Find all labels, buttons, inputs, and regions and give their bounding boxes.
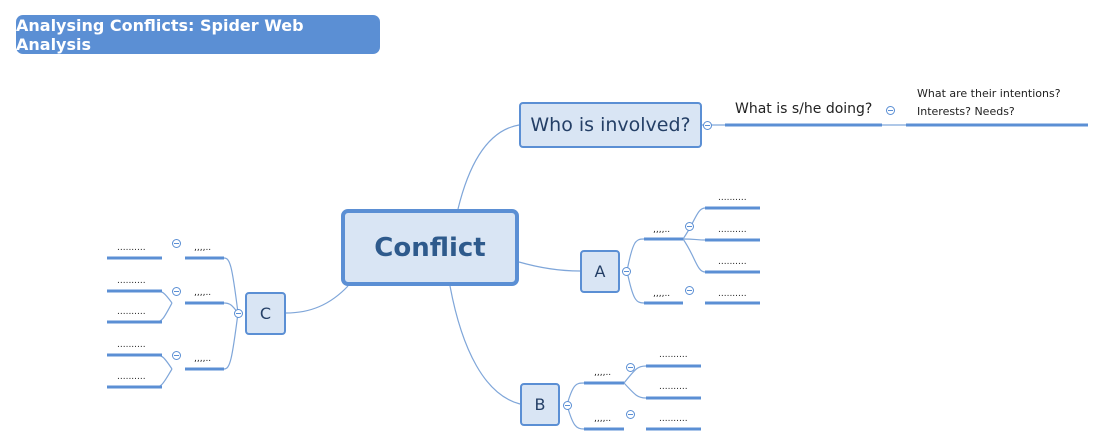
connector-conflict-c: [285, 285, 349, 314]
page-title: Analysing Conflicts: Spider Web Analysis: [16, 15, 380, 54]
label-what-is-doing[interactable]: What is s/he doing?: [735, 101, 873, 117]
label-c-sub1[interactable]: ,,,,..: [194, 243, 212, 253]
central-node-conflict[interactable]: Conflict: [341, 209, 519, 286]
connector-a-sub1-leaf2: [682, 238, 706, 241]
label-a-leaf4[interactable]: ..........: [718, 289, 747, 299]
node-branch-b[interactable]: B: [520, 383, 560, 426]
connector-a-sub2: [626, 270, 645, 304]
connector-c-sub1: [223, 257, 239, 314]
connector-conflict-a: [518, 261, 581, 272]
collapse-icon-b-sub2[interactable]: [626, 410, 635, 419]
collapse-icon-who[interactable]: [703, 121, 712, 130]
label-b-leaf3[interactable]: ..........: [659, 414, 688, 424]
connector-c-sub3: [223, 312, 239, 370]
collapse-icon-c-sub2[interactable]: [172, 287, 181, 296]
node-who-is-involved[interactable]: Who is involved?: [519, 102, 702, 148]
node-branch-c[interactable]: C: [245, 292, 286, 335]
label-c-leaf1[interactable]: ..........: [117, 243, 146, 253]
connector-c-sub3-leaf1: [155, 354, 173, 370]
connector-conflict-b: [449, 285, 521, 405]
connector-c-sub2-leaf1: [155, 290, 173, 304]
collapse-icon-b-sub1[interactable]: [626, 363, 635, 372]
collapse-icon-doing[interactable]: [886, 106, 895, 115]
label-c-sub2[interactable]: ,,,,..: [194, 288, 212, 298]
collapse-icon-a[interactable]: [622, 267, 631, 276]
label-c-leaf5[interactable]: ..........: [117, 372, 146, 382]
collapse-icon-c-sub1[interactable]: [172, 239, 181, 248]
connector-b-sub1: [566, 382, 585, 406]
label-a-sub2[interactable]: ,,,,..: [653, 289, 671, 299]
connector-c-sub3-leaf2: [155, 368, 173, 388]
collapse-icon-c[interactable]: [234, 309, 243, 318]
node-branch-a[interactable]: A: [580, 250, 620, 293]
label-intentions-line1[interactable]: What are their intentions?: [917, 87, 1061, 100]
label-b-leaf1[interactable]: ..........: [659, 350, 688, 360]
label-b-sub2[interactable]: ,,,,..: [594, 414, 612, 424]
label-b-sub1[interactable]: ,,,,..: [594, 368, 612, 378]
label-a-leaf2[interactable]: ..........: [718, 225, 747, 235]
collapse-icon-c-sub3[interactable]: [172, 351, 181, 360]
collapse-icon-a-sub2[interactable]: [685, 286, 694, 295]
connector-a-sub1: [626, 238, 645, 272]
label-intentions-line2[interactable]: Interests? Needs?: [917, 105, 1015, 118]
label-b-leaf2[interactable]: ..........: [659, 382, 688, 392]
connector-b-sub1-leaf1: [623, 365, 647, 384]
connector-a-sub1-leaf3: [682, 238, 706, 273]
connector-a-sub1-leaf1: [682, 207, 706, 240]
label-a-sub1[interactable]: ,,,,..: [653, 225, 671, 235]
collapse-icon-a-sub1[interactable]: [685, 222, 694, 231]
label-c-leaf4[interactable]: ..........: [117, 340, 146, 350]
connector-c-sub2-leaf2: [155, 302, 173, 323]
label-c-sub3[interactable]: ,,,,..: [194, 354, 212, 364]
label-a-leaf3[interactable]: ..........: [718, 257, 747, 267]
collapse-icon-b[interactable]: [563, 401, 572, 410]
connector-conflict-who: [457, 124, 520, 210]
label-a-leaf1[interactable]: ..........: [718, 193, 747, 203]
label-c-leaf2[interactable]: ..........: [117, 276, 146, 286]
connector-b-sub1-leaf2: [623, 382, 647, 399]
label-c-leaf3[interactable]: ..........: [117, 307, 146, 317]
